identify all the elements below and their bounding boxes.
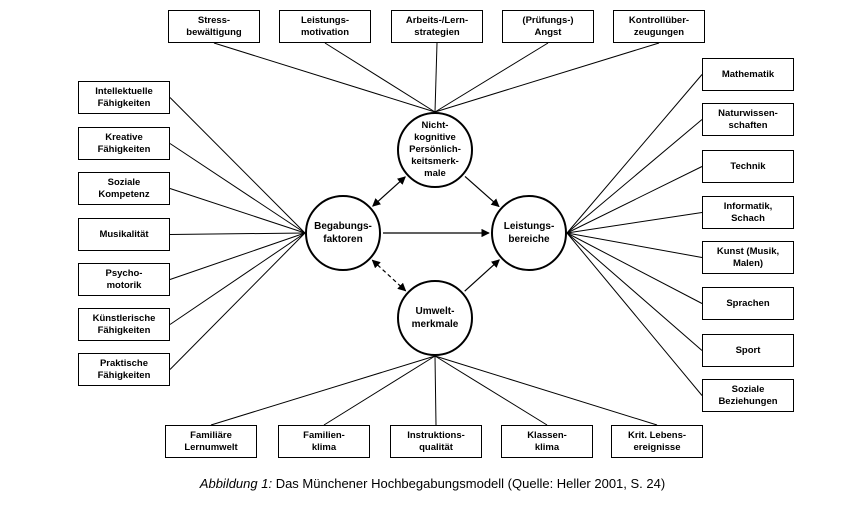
connector-left-4	[169, 232, 306, 235]
circle-nichtkognitive: Nicht- kognitive Persönlich- keitsmerk- …	[397, 112, 473, 188]
right-box-5: Kunst (Musik, Malen)	[702, 241, 794, 274]
connector-left-5	[169, 232, 306, 280]
connector-right-5	[566, 232, 703, 258]
arrow-begabung-nichtkognitive	[372, 176, 406, 207]
right-box-7: Sport	[702, 334, 794, 367]
connector-right-1	[566, 74, 703, 234]
connector-top-2	[324, 42, 436, 113]
connector-right-8	[566, 232, 703, 396]
top-box-5: Kontrollüber- zeugungen	[613, 10, 705, 43]
figure-caption: Abbildung 1: Das Münchener Hochbegabungs…	[0, 476, 865, 491]
right-box-3: Technik	[702, 150, 794, 183]
circle-umwelt: Umwelt- merkmale	[397, 280, 473, 356]
top-box-1: Stress- bewältigung	[168, 10, 260, 43]
right-box-2: Naturwissen- schaften	[702, 103, 794, 136]
left-box-4: Musikalität	[78, 218, 170, 251]
connector-right-7	[566, 232, 703, 351]
connector-right-4	[566, 212, 703, 234]
connector-top-3	[434, 42, 438, 113]
connector-bottom-5	[434, 355, 658, 426]
left-box-2: Kreative Fähigkeiten	[78, 127, 170, 160]
left-box-7: Praktische Fähigkeiten	[78, 353, 170, 386]
connector-left-3	[169, 188, 306, 234]
right-box-8: Soziale Beziehungen	[702, 379, 794, 412]
caption-text: Das Münchener Hochbegabungsmodell (Quell…	[272, 476, 666, 491]
bottom-box-2: Familien- klima	[278, 425, 370, 458]
right-box-1: Mathematik	[702, 58, 794, 91]
connector-top-1	[213, 42, 436, 113]
left-box-6: Künstlerische Fähigkeiten	[78, 308, 170, 341]
caption-label: Abbildung 1:	[199, 476, 273, 491]
connector-bottom-1	[210, 355, 436, 426]
bottom-box-5: Krit. Lebens- ereignisse	[611, 425, 703, 458]
right-box-6: Sprachen	[702, 287, 794, 320]
circle-begabung: Begabungs- faktoren	[305, 195, 381, 271]
left-box-5: Psycho- motorik	[78, 263, 170, 296]
arrow-nichtkognitive-to-leistung	[464, 176, 500, 208]
connector-bottom-4	[434, 355, 548, 426]
connector-left-2	[169, 143, 306, 234]
connector-left-7	[169, 232, 306, 370]
connector-right-2	[566, 119, 703, 234]
connector-top-5	[434, 42, 660, 113]
connector-bottom-2	[323, 355, 436, 426]
circle-leistung: Leistungs- bereiche	[491, 195, 567, 271]
arrow-begabung-umwelt-dashed	[371, 259, 407, 292]
arrow-umwelt-to-leistung	[464, 259, 500, 292]
connector-right-3	[566, 166, 703, 234]
left-box-3: Soziale Kompetenz	[78, 172, 170, 205]
bottom-box-1: Familiäre Lernumwelt	[165, 425, 257, 458]
top-box-2: Leistungs- motivation	[279, 10, 371, 43]
connector-left-6	[169, 232, 306, 325]
connector-left-1	[169, 97, 306, 234]
bottom-box-4: Klassen- klima	[501, 425, 593, 458]
right-box-4: Informatik, Schach	[702, 196, 794, 229]
connector-top-4	[434, 42, 549, 113]
connector-bottom-3	[434, 355, 437, 426]
connector-right-6	[566, 232, 703, 304]
left-box-1: Intellektuelle Fähigkeiten	[78, 81, 170, 114]
top-box-3: Arbeits-/Lern- strategien	[391, 10, 483, 43]
bottom-box-3: Instruktions- qualität	[390, 425, 482, 458]
top-box-4: (Prüfungs-) Angst	[502, 10, 594, 43]
